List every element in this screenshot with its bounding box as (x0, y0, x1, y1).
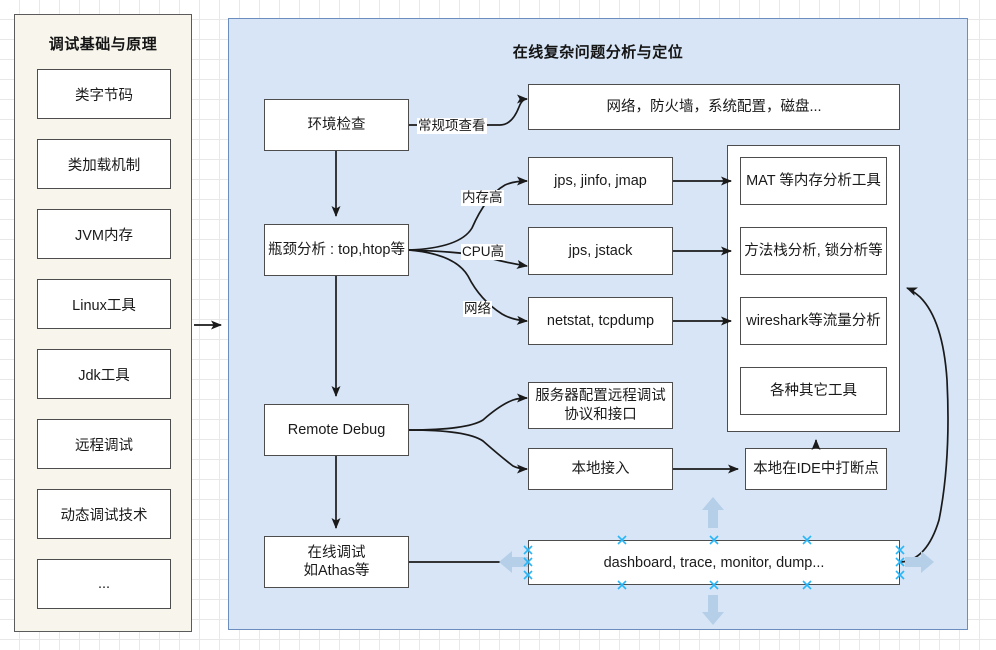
node-label: 网络，防火墙，系统配置，磁盘... (606, 98, 822, 115)
sidebar-item-classloader[interactable]: 类加载机制 (37, 139, 171, 189)
sidebar-item-label: 动态调试技术 (60, 507, 148, 524)
node-arthas-commands-selected[interactable]: dashboard, trace, monitor, dump... (528, 540, 900, 585)
node-label: netstat, tcpdump (546, 312, 655, 329)
node-label: 服务器配置远程调试 协议和接口 (535, 388, 666, 423)
node-env-result[interactable]: 网络，防火墙，系统配置，磁盘... (528, 84, 900, 130)
node-ide-breakpoint[interactable]: 本地在IDE中打断点 (745, 448, 887, 490)
node-label: wireshark等流量分析 (746, 312, 881, 329)
sidebar-item-more[interactable]: ... (37, 559, 171, 609)
sidebar-item-jdk-tools[interactable]: Jdk工具 (37, 349, 171, 399)
node-label: jps, jstack (568, 242, 633, 259)
sidebar-item-label: Jdk工具 (78, 367, 130, 384)
node-wireshark-traffic-analysis[interactable]: wireshark等流量分析 (740, 297, 887, 345)
node-cpu-tools[interactable]: jps, jstack (528, 227, 673, 275)
node-env-check[interactable]: 环境检查 (264, 99, 409, 151)
node-label: Remote Debug (287, 421, 386, 438)
sidebar-item-label: JVM内存 (75, 227, 133, 244)
node-stack-lock-analysis[interactable]: 方法栈分析, 锁分析等 (740, 227, 887, 275)
node-mat-memory-analysis[interactable]: MAT 等内存分析工具 (740, 157, 887, 205)
node-remote-debug[interactable]: Remote Debug (264, 404, 409, 456)
node-server-config[interactable]: 服务器配置远程调试 协议和接口 (528, 382, 673, 429)
node-label: 本地接入 (571, 460, 630, 477)
node-label: 各种其它工具 (770, 382, 857, 399)
node-label: 环境检查 (307, 116, 366, 133)
sidebar-item-label: 类字节码 (75, 87, 133, 104)
sidebar-container[interactable]: 调试基础与原理 类字节码 类加载机制 JVM内存 Linux工具 Jdk工具 远… (14, 14, 192, 632)
node-network-tools[interactable]: netstat, tcpdump (528, 297, 673, 345)
panel-title: 在线复杂问题分析与定位 (512, 44, 684, 61)
sidebar-item-bytecode[interactable]: 类字节码 (37, 69, 171, 119)
node-label: jps, jinfo, jmap (554, 172, 647, 189)
node-local-attach[interactable]: 本地接入 (528, 448, 673, 490)
node-label: MAT 等内存分析工具 (746, 172, 881, 189)
node-label: 在线调试 如Athas等 (303, 544, 370, 579)
sidebar-item-label: ... (97, 576, 111, 592)
node-online-debug[interactable]: 在线调试 如Athas等 (264, 536, 409, 588)
node-label: dashboard, trace, monitor, dump... (603, 554, 825, 571)
node-label: 瓶颈分析 : top,htop等 (268, 241, 405, 258)
sidebar-title: 调试基础与原理 (48, 36, 158, 53)
edge-label-routine-check: 常规项查看 (417, 118, 487, 134)
node-label: 本地在IDE中打断点 (753, 460, 879, 477)
node-other-tools[interactable]: 各种其它工具 (740, 367, 887, 415)
sidebar-item-label: 远程调试 (75, 437, 133, 454)
edge-label-network: 网络 (463, 301, 492, 317)
node-bottleneck-analysis[interactable]: 瓶颈分析 : top,htop等 (264, 224, 409, 276)
sidebar-item-dynamic-debug[interactable]: 动态调试技术 (37, 489, 171, 539)
sidebar-item-linux-tools[interactable]: Linux工具 (37, 279, 171, 329)
node-label: 方法栈分析, 锁分析等 (744, 242, 883, 259)
sidebar-item-remote-debug[interactable]: 远程调试 (37, 419, 171, 469)
node-memory-tools[interactable]: jps, jinfo, jmap (528, 157, 673, 205)
sidebar-item-label: 类加载机制 (67, 157, 141, 174)
edge-label-memory-high: 内存高 (461, 190, 504, 206)
sidebar-item-label: Linux工具 (72, 297, 136, 314)
edge-label-cpu-high: CPU高 (461, 244, 506, 260)
sidebar-item-jvm-memory[interactable]: JVM内存 (37, 209, 171, 259)
